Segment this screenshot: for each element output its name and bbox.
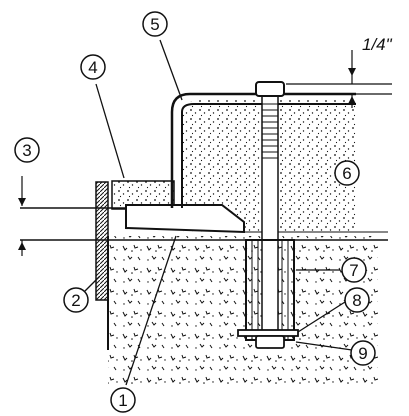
callout-2: 2 <box>63 287 89 313</box>
callout-9: 9 <box>350 340 376 366</box>
callout-9-label: 9 <box>358 344 367 363</box>
callout-1-label: 1 <box>118 391 127 410</box>
callout-3: 3 <box>14 137 40 163</box>
bottom-nut <box>255 335 285 349</box>
callout-3-label: 3 <box>22 141 31 160</box>
callout-6-label: 6 <box>342 164 351 183</box>
callout-4: 4 <box>80 54 106 80</box>
foundation-region <box>107 236 378 386</box>
wedge-shim <box>125 204 245 234</box>
callout-8: 8 <box>344 287 370 313</box>
formwork-frame <box>170 92 356 208</box>
left-height-dimension <box>18 176 26 256</box>
callout-4-label: 4 <box>88 58 97 77</box>
callout-8-label: 8 <box>352 291 361 310</box>
callout-5-label: 5 <box>150 15 159 34</box>
callout-1: 1 <box>110 387 136 413</box>
leader-lines <box>83 39 353 386</box>
dimension-label: 1/4" <box>362 35 393 54</box>
callout-5: 5 <box>142 11 168 37</box>
quarter-inch-dimension: 1/4" <box>286 35 393 108</box>
callout-7: 7 <box>341 257 367 283</box>
callout-7-label: 7 <box>349 261 358 280</box>
hatched-side-plate <box>95 181 109 301</box>
callout-2-label: 2 <box>71 291 80 310</box>
callout-6: 6 <box>334 160 360 186</box>
